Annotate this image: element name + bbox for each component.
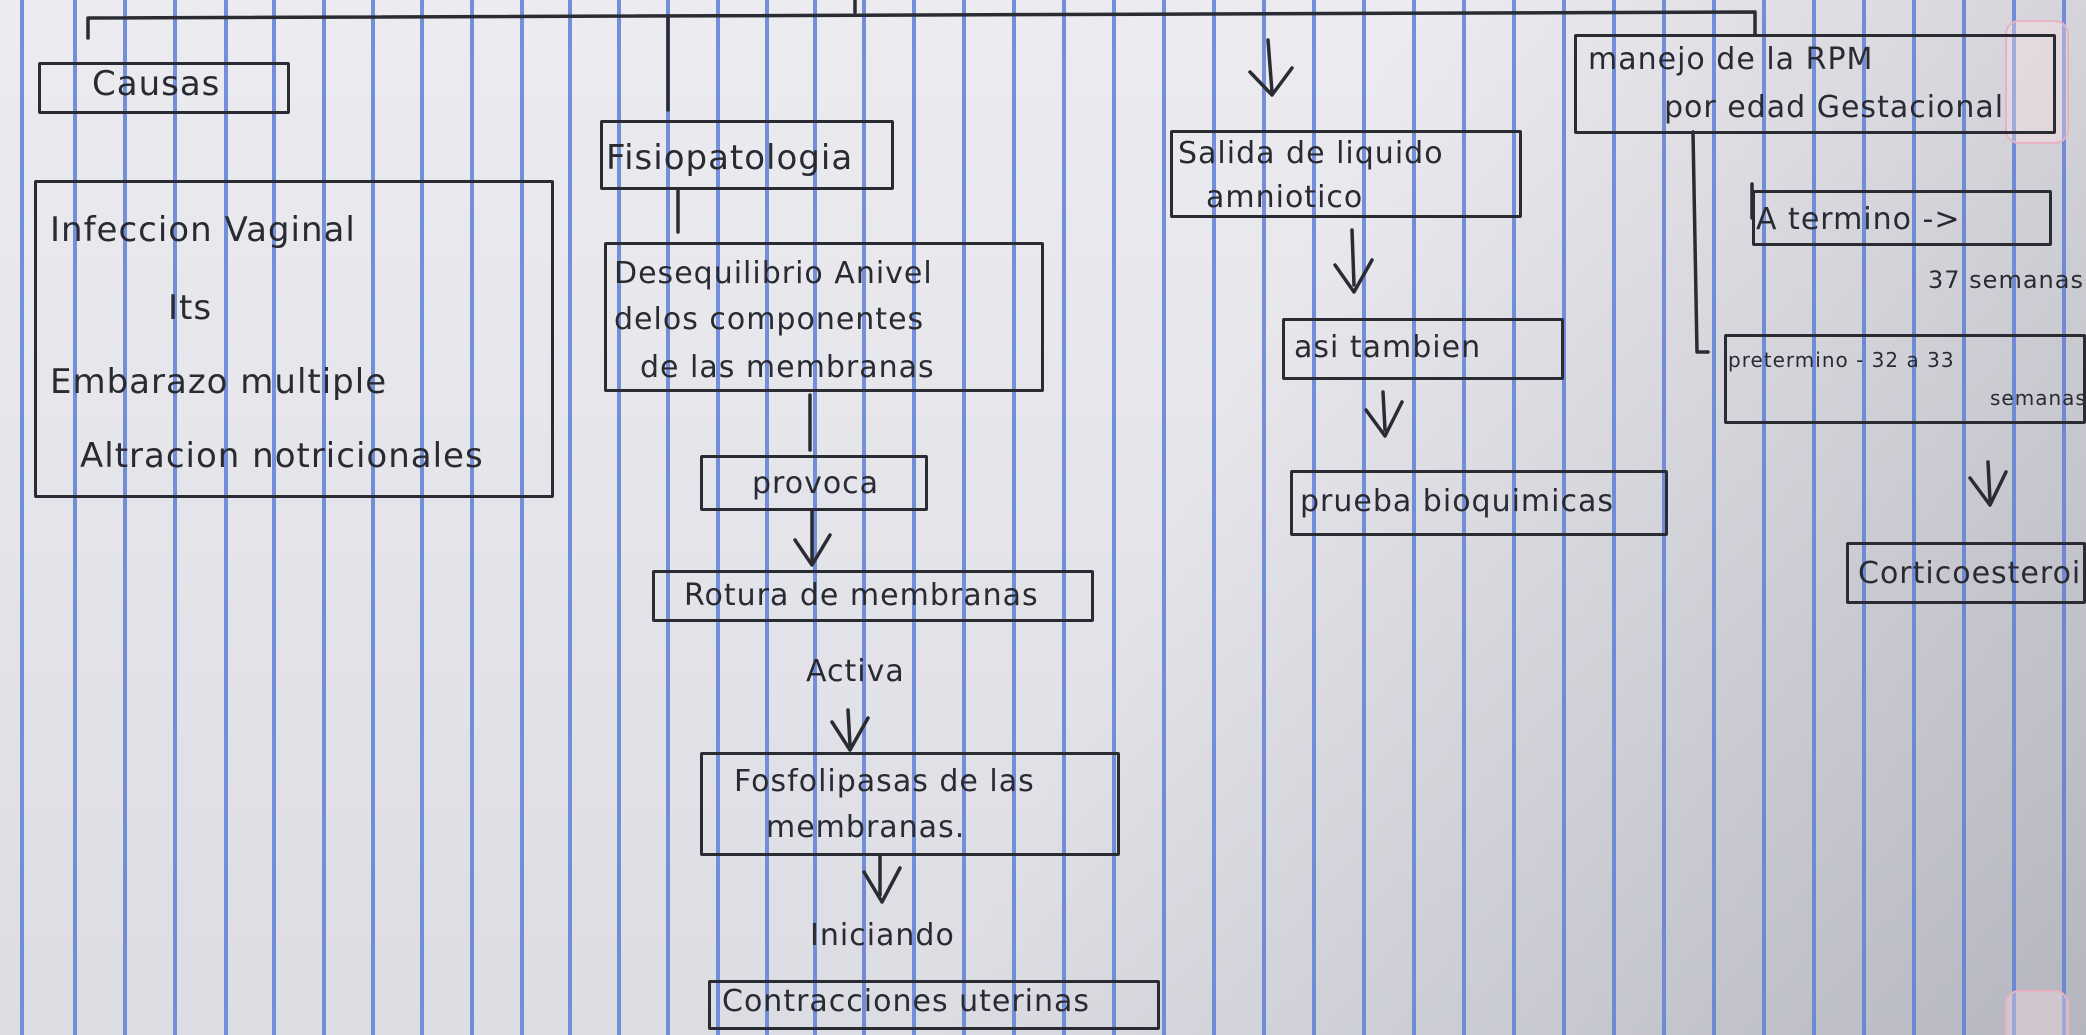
salida-line: Salida de liquido	[1178, 136, 1444, 171]
salida-line: amniotico	[1206, 180, 1364, 215]
fisiopatologia-title: Fisiopatologia	[606, 138, 854, 178]
corticoesteroides-label: Corticoesteroides	[1858, 556, 2086, 591]
rotura-box	[652, 570, 1094, 622]
prueba-box	[1290, 470, 1668, 536]
desequilibrio-line: de las membranas	[640, 350, 935, 385]
pretermino-box	[1724, 334, 2086, 424]
manejo-line: manejo de la RPM	[1588, 42, 1874, 77]
causas-title-box	[38, 62, 290, 114]
fosfolipasas-line: membranas.	[766, 810, 966, 845]
fisiopatologia-title-box	[600, 120, 894, 190]
pretermino-weeks: semanas	[1990, 386, 2086, 410]
causas-title: Causas	[92, 64, 221, 104]
manejo-box	[1574, 34, 2056, 134]
iniciando-label: Iniciando	[810, 918, 955, 953]
cause-item: Its	[168, 288, 213, 328]
fosfolipasas-box	[700, 752, 1120, 856]
rotura-label: Rotura de membranas	[684, 578, 1039, 613]
cause-item: Altracion notricionales	[80, 436, 484, 476]
prueba-label: prueba bioquimicas	[1300, 484, 1615, 519]
asi-tambien-box	[1282, 318, 1564, 380]
contracciones-box	[708, 980, 1160, 1030]
desequilibrio-line: Desequilibrio Anivel	[614, 256, 933, 291]
provoca-label: provoca	[752, 466, 880, 501]
a-termino-label: A termino ->	[1756, 202, 1961, 237]
salida-box	[1170, 130, 1522, 218]
desequilibrio-box	[604, 242, 1044, 392]
activa-label: Activa	[806, 654, 905, 689]
a-termino-weeks: 37 semanas	[1928, 266, 2084, 294]
desequilibrio-line: delos componentes	[614, 302, 925, 337]
cause-item: Infeccion Vaginal	[50, 210, 356, 250]
causas-items-box	[34, 180, 554, 498]
corticoesteroides-box	[1846, 542, 2086, 604]
manejo-line: por edad Gestacional	[1664, 90, 2005, 125]
cause-item: Embarazo multiple	[50, 362, 388, 402]
contracciones-label: Contracciones uterinas	[722, 984, 1091, 1019]
provoca-box	[700, 455, 928, 511]
fosfolipasas-line: Fosfolipasas de las	[734, 764, 1035, 799]
asi-tambien-label: asi tambien	[1294, 330, 1482, 365]
pretermino-label: pretermino - 32 a 33	[1728, 348, 1955, 372]
a-termino-box	[1752, 190, 2052, 246]
